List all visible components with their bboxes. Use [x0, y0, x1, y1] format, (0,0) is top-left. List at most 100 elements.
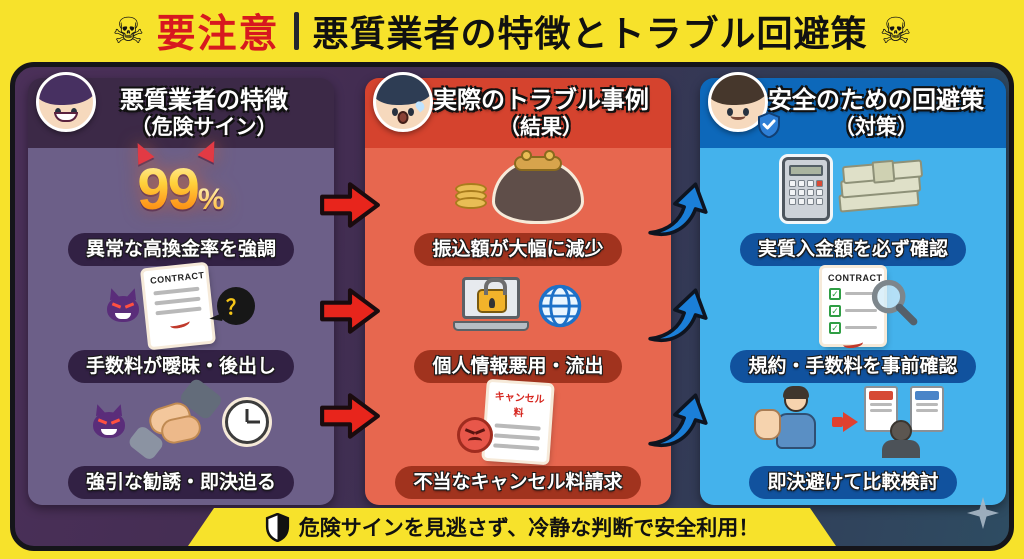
calc-key	[806, 198, 814, 206]
column-subtitle: （危険サイン）	[130, 115, 278, 139]
safety-item-label: 規約・手数料を事前確認	[730, 349, 976, 383]
compare-documents-icon	[863, 385, 944, 458]
avatar-eye	[392, 108, 398, 116]
percent-value: 99	[137, 156, 199, 222]
skull-icon: ☠	[112, 10, 145, 51]
safe-avatar	[708, 72, 768, 132]
calc-key	[797, 198, 805, 206]
column-trouble-header: 実際のトラブル事例 （結果）	[365, 72, 671, 148]
doc-line	[494, 423, 541, 431]
viewer-body	[881, 439, 920, 458]
data-leak-illustration	[452, 267, 583, 345]
flow-arrow-blue-icon	[648, 288, 708, 342]
clasp-ball	[520, 150, 532, 162]
globe-icon	[538, 284, 582, 327]
clock-hand	[246, 420, 260, 424]
devil-horn-icon	[92, 402, 106, 417]
column-title: 悪質業者の特徴	[120, 87, 288, 114]
document-red	[863, 385, 898, 432]
checkbox-icon: ✓	[828, 321, 841, 334]
flow-arrow-blue-icon	[648, 393, 708, 447]
list-item: 強引な勧誘・即決迫る	[67, 376, 294, 499]
list-item: 99 % 異常な高換金率を強調	[67, 136, 294, 267]
calc-key	[815, 189, 823, 197]
avatar-eye	[743, 108, 749, 116]
calc-key	[797, 189, 805, 197]
danger-item-label: 手数料が曖昧・後出し	[67, 349, 294, 383]
banknote-stack-icon	[836, 158, 927, 221]
calc-key	[815, 198, 823, 206]
column-subtitle: （結果）	[499, 115, 583, 139]
calc-key	[788, 180, 796, 188]
avatar-mouth	[397, 111, 409, 124]
clasp-ball	[543, 150, 555, 162]
99-percent-graphic: 99 %	[129, 136, 225, 223]
devil-grin	[100, 428, 117, 435]
doc-line	[844, 309, 877, 312]
percent-sign: %	[197, 182, 225, 216]
trouble-item-label: 振込額が大幅に減少	[414, 233, 622, 267]
angry-brow	[474, 427, 486, 435]
coin-stack-icon	[454, 182, 487, 209]
contract-doc-title: CONTRACT	[827, 272, 883, 283]
column-safety-measures: 安全のための回避策 （対策）	[700, 72, 1006, 505]
calc-key	[797, 180, 805, 188]
reduced-payment-illustration	[454, 150, 581, 228]
doc-header-bar	[914, 390, 939, 400]
villain-avatar	[36, 72, 96, 132]
check-terms-illustration: CONTRACT ✓ ✓ ✓	[793, 267, 918, 349]
flow-arrow-red-icon	[320, 393, 380, 439]
compare-options-illustration	[753, 383, 944, 461]
devil-face-icon	[106, 286, 140, 322]
arrow-head	[842, 411, 858, 432]
avatar-eye	[408, 108, 414, 116]
vague-fees-illustration: CONTRACT ？	[106, 264, 255, 347]
checklist-row: ✓	[828, 304, 877, 317]
contract-document-icon: CONTRACT	[143, 264, 213, 347]
list-item: キャンセル料 不当なキャンセル料請求	[395, 381, 641, 499]
cancel-fee-document-icon: キャンセル料	[484, 381, 552, 462]
column-title: 実際のトラブル事例	[433, 87, 649, 114]
doc-line	[915, 408, 938, 412]
column-trouble-cases: 実際のトラブル事例 （結果）	[365, 72, 671, 505]
avatar-hair	[711, 75, 765, 105]
checkbox-icon: ✓	[828, 304, 841, 317]
devil-horn-icon	[126, 286, 140, 300]
pushy-sales-illustration	[92, 376, 269, 462]
devil-horn-icon	[106, 286, 120, 300]
doc-line	[155, 306, 202, 315]
danger-item-label: 異常な高換金率を強調	[67, 233, 294, 267]
doc-line	[844, 326, 877, 329]
main-panel: 悪質業者の特徴 （危険サイン） 99 % 異常な高換金率を強調	[10, 62, 1014, 551]
laptop-icon	[452, 276, 529, 335]
doc-line	[915, 402, 938, 406]
footer-banner: 危険サインを見逃さず、冷静な判断で安全利用！	[188, 508, 836, 546]
column-safety-body: 実質入金額を必ず確認 CONTRACT ✓ ✓	[700, 148, 1006, 505]
angry-face-icon	[456, 416, 493, 453]
trouble-item-label: 不当なキャンセル料請求	[395, 465, 641, 499]
high-rate-illustration: 99 %	[129, 136, 225, 228]
list-item: CONTRACT ✓ ✓ ✓	[730, 267, 976, 383]
contract-doc-title: CONTRACT	[149, 269, 205, 286]
checklist-row: ✓	[828, 321, 877, 334]
calc-key	[788, 189, 796, 197]
flow-arrow-blue-icon	[648, 182, 708, 236]
column-subtitle: （対策）	[834, 115, 918, 139]
question-mark: ？	[225, 297, 246, 319]
angry-frown	[467, 436, 482, 445]
title-divider	[293, 12, 299, 50]
red-arrow-icon	[831, 411, 858, 432]
safety-item-label: 即決避けて比較検討	[749, 465, 957, 499]
list-item: 即決避けて比較検討	[749, 383, 957, 499]
banknote-band	[871, 160, 896, 184]
column-safety-header: 安全のための回避策 （対策）	[700, 72, 1006, 148]
flow-arrow-red-icon	[320, 288, 380, 334]
doc-line	[153, 286, 200, 295]
bubble-tail	[209, 309, 224, 321]
arrow-shaft	[831, 416, 843, 427]
footer-message: 危険サインを見逃さず、冷静な判断で安全利用！	[298, 517, 760, 540]
column-danger-header: 悪質業者の特徴 （危険サイン）	[28, 72, 334, 148]
avatar-mouth	[54, 112, 78, 122]
avatar-hair	[376, 75, 430, 105]
